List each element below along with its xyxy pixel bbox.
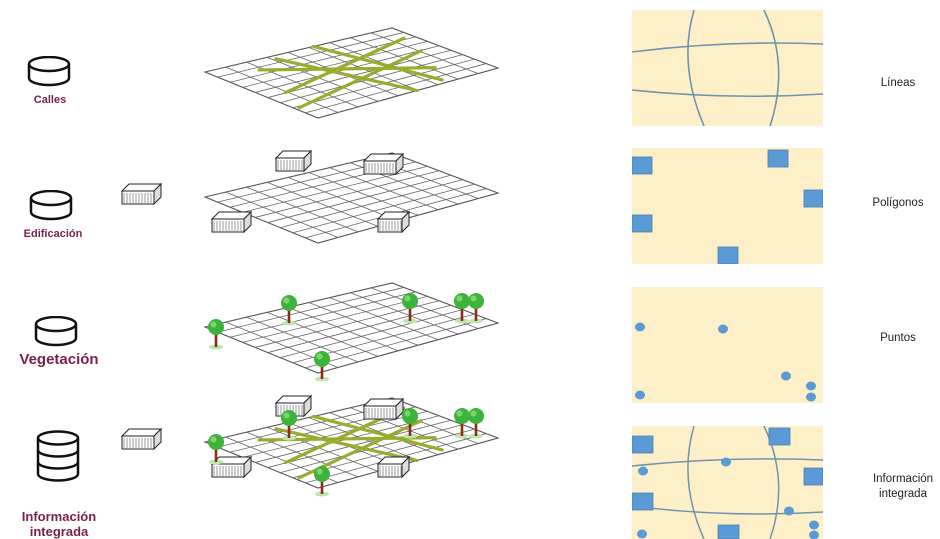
building-icon bbox=[120, 427, 163, 451]
tree-icon bbox=[281, 295, 297, 326]
database-icon bbox=[34, 316, 78, 347]
vegetation-layer-grid bbox=[203, 282, 500, 382]
grid-line bbox=[246, 316, 359, 363]
street-line bbox=[274, 427, 419, 463]
database-stack-icon bbox=[36, 430, 80, 482]
points-panel bbox=[632, 287, 823, 403]
building-icon bbox=[120, 182, 163, 206]
tree-icon bbox=[454, 293, 470, 324]
building-icon bbox=[362, 397, 405, 421]
layer-label-informacion-integrada: Información integrada bbox=[21, 509, 97, 539]
grid-line bbox=[267, 174, 451, 223]
grid-line bbox=[305, 63, 487, 114]
lines-panel bbox=[632, 10, 823, 126]
tree-icon bbox=[314, 351, 330, 382]
grid-line bbox=[329, 167, 439, 211]
layer-label-edificacion: Edificación bbox=[23, 228, 83, 240]
tree-icon bbox=[281, 410, 297, 441]
grid-line bbox=[217, 287, 404, 333]
layer-label-calles: Calles bbox=[33, 94, 67, 106]
grid-line bbox=[242, 295, 428, 343]
building-icon bbox=[210, 210, 253, 234]
grid-line bbox=[230, 291, 416, 338]
type-label-puntos: Puntos bbox=[880, 332, 916, 344]
grid-line bbox=[217, 32, 404, 78]
building-icon bbox=[376, 210, 411, 234]
database-icon bbox=[29, 190, 73, 221]
polygons-panel bbox=[632, 148, 823, 264]
grid-line bbox=[305, 318, 487, 369]
tree-icon bbox=[454, 408, 470, 439]
grid-line bbox=[225, 66, 339, 113]
grid-line bbox=[267, 426, 379, 472]
grid-line bbox=[292, 183, 475, 234]
street-line bbox=[283, 36, 406, 95]
tree-icon bbox=[208, 319, 224, 350]
grid-line bbox=[267, 181, 379, 227]
tree-icon bbox=[402, 408, 418, 439]
street-line bbox=[274, 57, 419, 93]
type-label-lineas: Líneas bbox=[880, 77, 916, 89]
integrated-panel bbox=[632, 426, 823, 539]
grid-line bbox=[267, 304, 451, 353]
tree-icon bbox=[468, 293, 484, 324]
building-icon bbox=[376, 455, 411, 479]
buildings-layer-grid bbox=[120, 149, 500, 244]
grid-line bbox=[225, 191, 339, 238]
grid-line bbox=[280, 179, 463, 229]
grid-line bbox=[287, 177, 399, 222]
grid-line bbox=[329, 297, 439, 341]
grid-line bbox=[267, 49, 451, 98]
tree-icon bbox=[468, 408, 484, 439]
grid-line bbox=[267, 419, 451, 468]
grid-line bbox=[267, 56, 379, 102]
type-label-integrada: Información integrada bbox=[872, 473, 934, 500]
building-icon bbox=[362, 152, 405, 176]
grid-line bbox=[308, 172, 419, 216]
street-line bbox=[311, 414, 444, 452]
grid-line bbox=[267, 311, 379, 357]
grid-line bbox=[371, 32, 479, 74]
building-icon bbox=[274, 149, 313, 173]
type-label-poligonos: Polígonos bbox=[872, 197, 924, 209]
database-icon bbox=[27, 56, 71, 87]
integrated-layer-grid bbox=[120, 394, 500, 497]
tree-icon bbox=[314, 466, 330, 497]
street-line bbox=[257, 66, 437, 72]
tree-icon bbox=[208, 434, 224, 465]
grid-line bbox=[280, 309, 463, 359]
grid-line bbox=[287, 307, 399, 352]
tree-icon bbox=[402, 293, 418, 324]
grid-line bbox=[308, 302, 419, 346]
streets-layer-grid bbox=[203, 27, 500, 119]
grid-line bbox=[246, 186, 359, 233]
grid-line bbox=[242, 40, 428, 88]
grid-line bbox=[350, 292, 459, 335]
grid-line bbox=[230, 36, 416, 83]
grid-line bbox=[255, 170, 440, 218]
layer-label-vegetacion: Vegetación bbox=[19, 351, 99, 368]
street-line bbox=[311, 44, 444, 82]
